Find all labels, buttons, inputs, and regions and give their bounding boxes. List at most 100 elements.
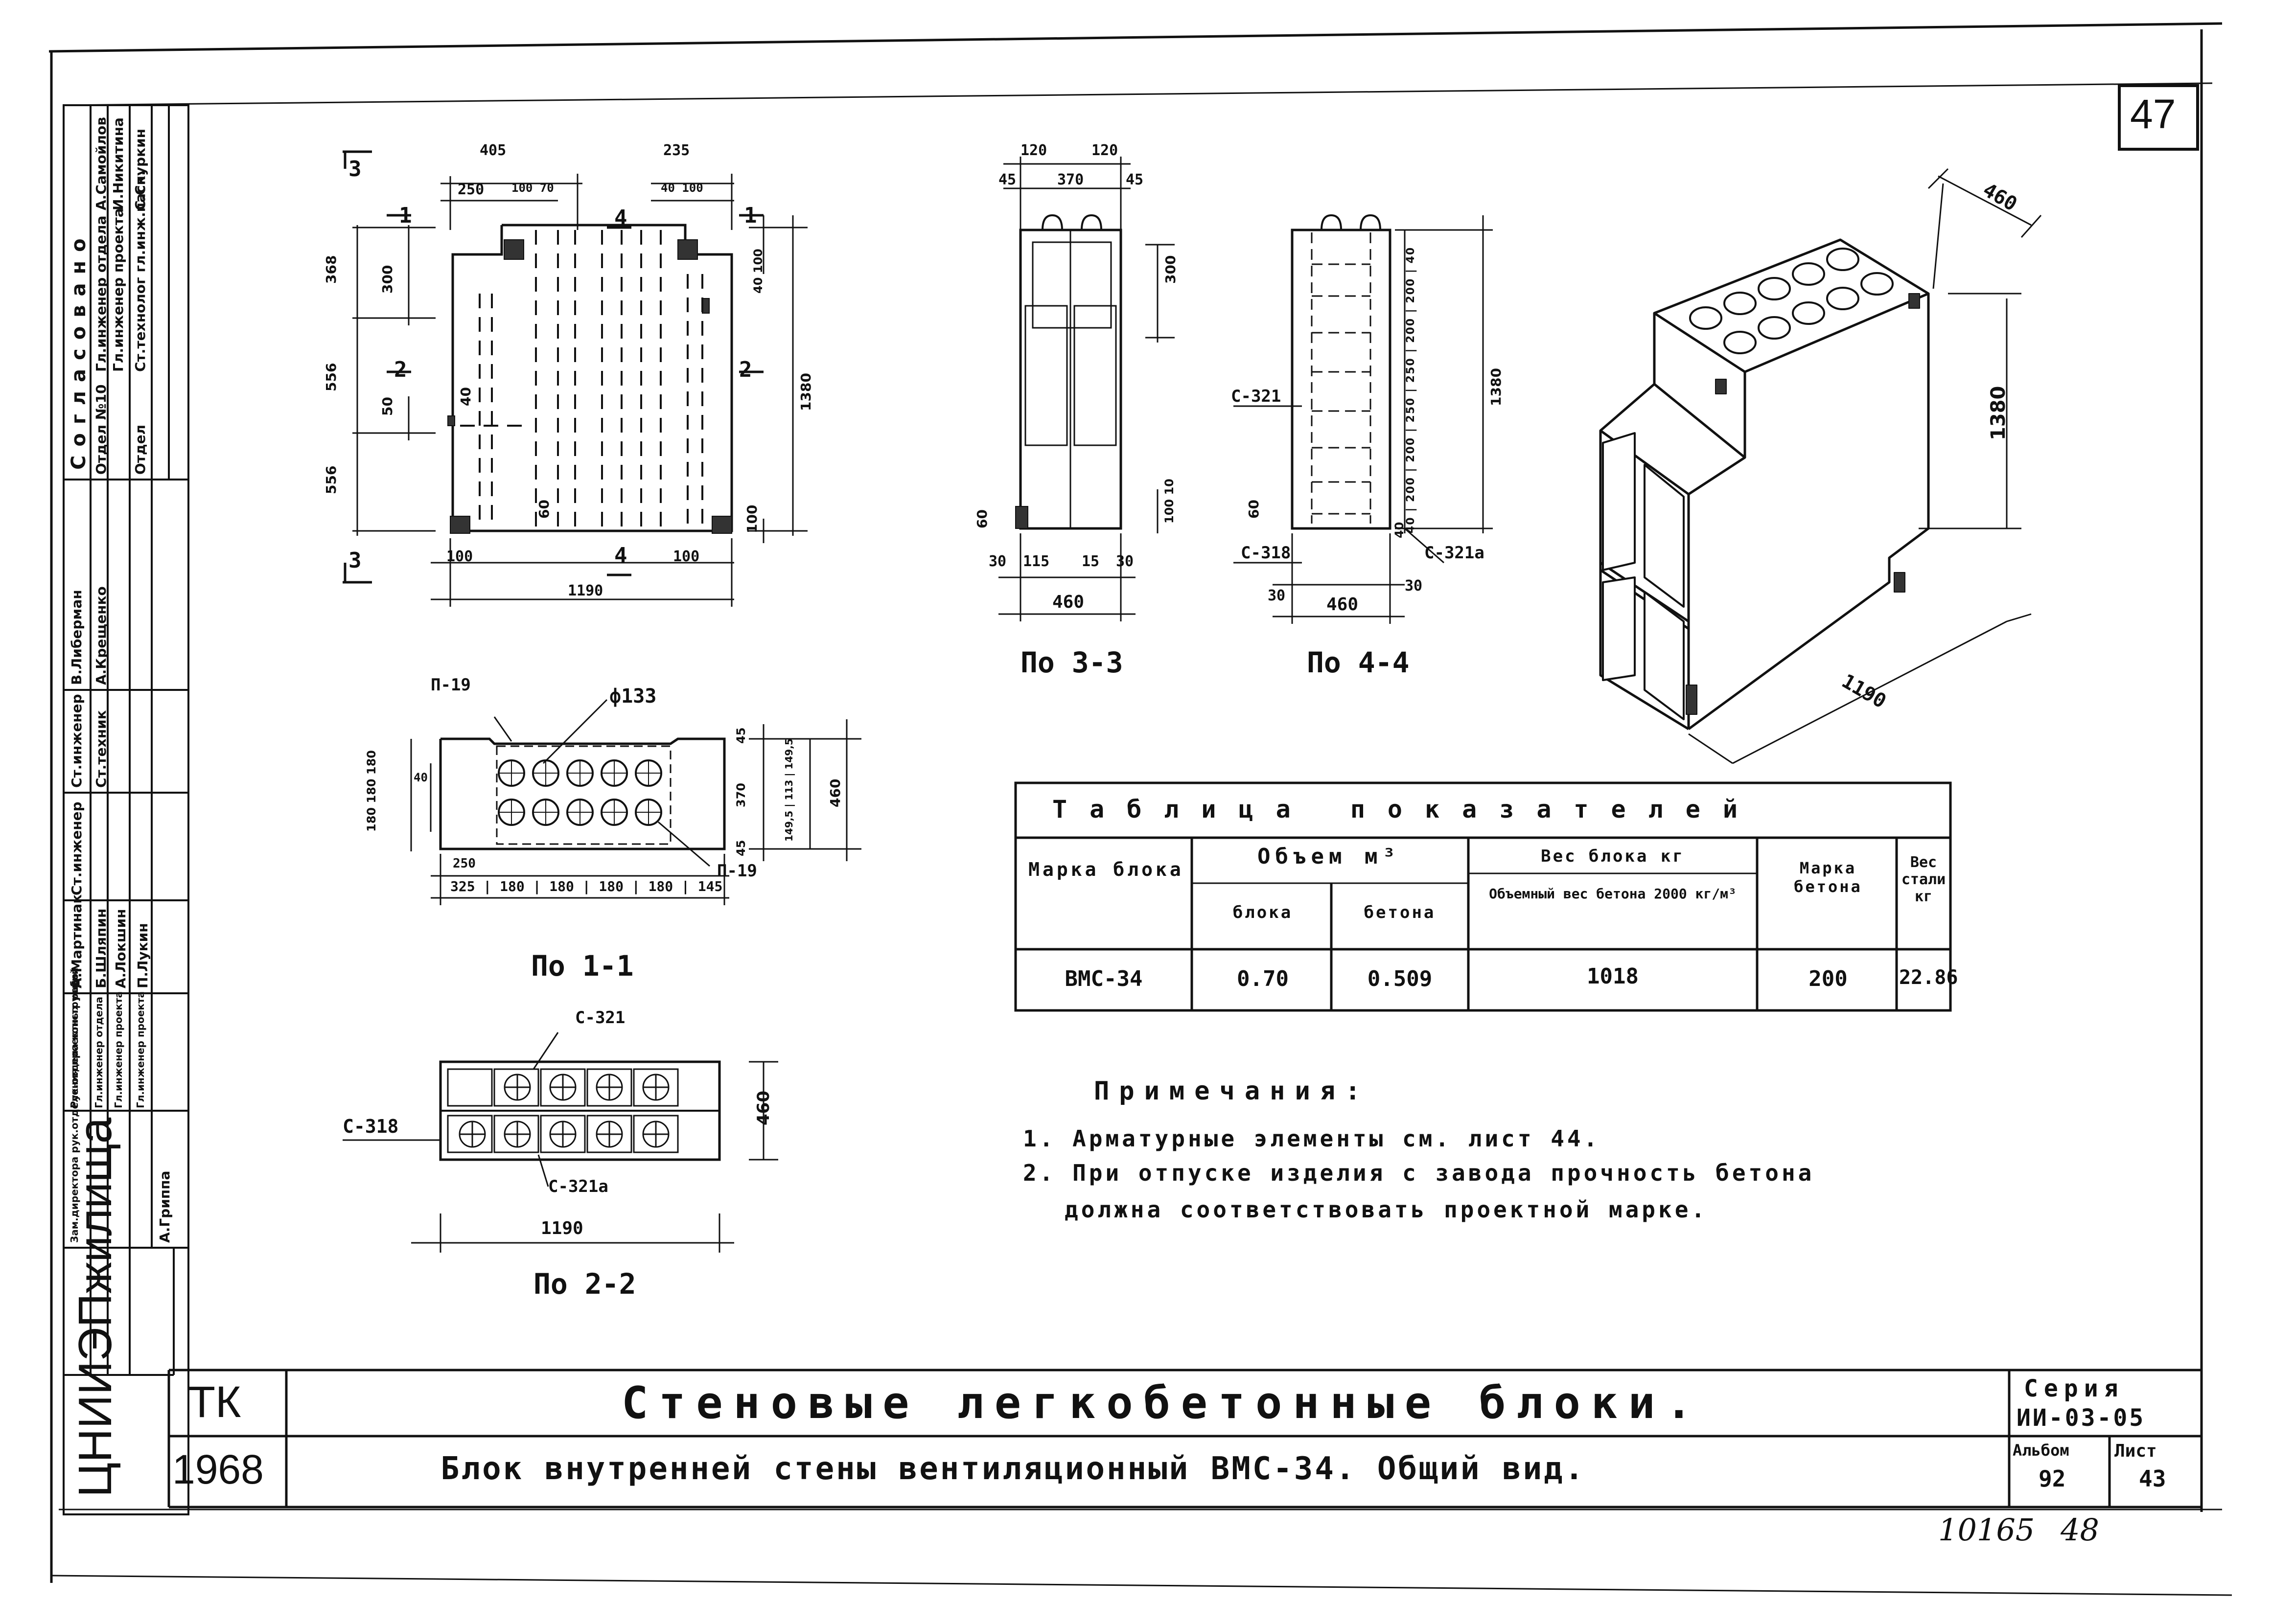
approval-row-3-a: Отдел [132, 424, 148, 475]
side-view-3-graphics [998, 157, 1175, 621]
dim-60-side4: 60 [1246, 500, 1262, 519]
approval-row-2-b: Гл.инженер проекта [110, 208, 126, 372]
album-label: Альбом [2013, 1441, 2069, 1460]
th-steel: Вес стали кг [1901, 854, 1946, 905]
mark-c321-plan2: С-321 [575, 1008, 626, 1028]
sign-name-liberman: В.Либерман [69, 590, 85, 685]
dim-40-100-top: 40 100 [661, 181, 703, 195]
sign-role-st1: Ст.инженер [69, 801, 85, 895]
td-steel: 22.86 [1899, 966, 1958, 989]
note-1: 1. Арматурные элементы см. лист 44. [1023, 1125, 1600, 1152]
side-view-4-graphics [1233, 214, 1493, 624]
dim-chain-plan1: 325 | 180 | 180 | 180 | 180 | 145 [450, 878, 723, 894]
dim-45b: 45 [1126, 171, 1144, 188]
approval-header: Согласовано [68, 229, 90, 470]
dim-368: 368 [323, 255, 339, 284]
dim-30b-side4: 30 [1405, 577, 1423, 595]
approval-row-3-c: С.Скуркин [132, 128, 148, 210]
sheet-value: 43 [2139, 1465, 2166, 1492]
cut-mark-2a: 2 [394, 357, 407, 382]
dim-60-inner: 60 [536, 500, 552, 519]
archive-sub: 48 [2061, 1512, 2099, 1548]
sign-role-st3: Ст.техник [93, 710, 109, 788]
dim-370-plan1: 370 [734, 782, 748, 807]
dim-100-10-side3: 100 10 [1162, 479, 1176, 524]
dim-370: 370 [1057, 171, 1084, 188]
note-2: 2. При отпуске изделия с завода прочност… [1023, 1160, 1815, 1186]
sign-role-4: Гл.инженер проекта [113, 991, 124, 1108]
dim-100-bot-a: 100 [446, 548, 473, 565]
dim-235: 235 [663, 142, 690, 159]
year: 1968 [172, 1446, 264, 1492]
dim-405: 405 [480, 142, 507, 159]
sign-name-martinak: А.Мартинак [69, 894, 85, 988]
th-concrete-mark: Марка бетона [1794, 859, 1862, 896]
isometric-view-graphics [1599, 168, 2042, 764]
dim-30a-side4: 30 [1268, 587, 1286, 604]
th-volume-concrete: бетона [1364, 903, 1436, 922]
td-weight: 1018 [1587, 964, 1639, 989]
dim-40-100-right: 40 100 [751, 249, 765, 294]
dim-115-side3: 115 [1023, 553, 1050, 570]
dim-180-plan1-left: 180 180 180 [365, 750, 378, 832]
sign-role-3: Гл.инженер отдела [93, 996, 105, 1108]
mark-c318-side4: С-318 [1241, 543, 1291, 563]
mark-c321a-side4: С-321а [1424, 543, 1484, 563]
tk-label: ТК [188, 1378, 241, 1427]
dim-250-plan1: 250 [453, 856, 476, 871]
dim-30b-side3: 30 [1116, 553, 1134, 570]
page-number: 47 [2130, 91, 2176, 137]
series-value: ИИ-03-05 [2017, 1404, 2146, 1432]
sign-name-lukin: П.Лукин [135, 923, 151, 988]
indicators-table-graphics [1014, 781, 1952, 1012]
title-main: Стеновые легкобетонные блоки. [622, 1377, 1703, 1429]
caption-view-1-1: По 1-1 [531, 949, 634, 983]
dim-45a: 45 [998, 171, 1017, 188]
mark-c321-side4: С-321 [1231, 387, 1281, 406]
td-mark: ВМС-34 [1065, 966, 1143, 991]
front-view-graphics [343, 150, 808, 607]
dim-40-plan1: 40 [414, 771, 428, 784]
sign-role-st2: Ст.инженер [69, 694, 85, 788]
dim-50: 50 [379, 397, 395, 416]
dim-100-bot-b: 100 [673, 548, 700, 565]
archive-number: 10165 [1938, 1512, 2035, 1548]
dim-100-70: 100 70 [511, 181, 554, 195]
caption-view-2-2: По 2-2 [533, 1267, 636, 1301]
approval-row-2-c: И.Никитина [110, 117, 126, 210]
cut-mark-3b: 3 [348, 548, 362, 573]
dim-1190-front: 1190 [568, 582, 603, 599]
caption-view-4-4: По 4-4 [1307, 646, 1410, 679]
th-weight: Вес блока кг [1541, 846, 1685, 866]
dim-460-side4: 460 [1326, 595, 1359, 615]
dim-100-right: 100 [744, 504, 760, 533]
dim-460-side3: 460 [1052, 592, 1085, 612]
sign-name-kreschenko: А.Крещенко [93, 586, 109, 685]
dim-300: 300 [379, 265, 395, 294]
cut-mark-1b: 1 [744, 203, 757, 228]
left-stamp [63, 104, 189, 1515]
dim-15-side3: 15 [1082, 553, 1100, 570]
dim-120a: 120 [1020, 142, 1047, 159]
note-3: должна соответствовать проектной марке. [1065, 1196, 1708, 1223]
mark-p19b: П-19 [717, 861, 757, 881]
dim-diam-133: ф133 [609, 685, 657, 708]
dim-120b: 120 [1091, 142, 1118, 159]
dim-chain-side4: 40 | 200 | 200 | 250 | 250 | 200 | 200 |… [1405, 246, 1417, 533]
dim-556a: 556 [323, 363, 339, 391]
mark-c318-plan2: С-318 [343, 1116, 399, 1137]
approval-row-1-b: Гл.инженер отдела [93, 215, 109, 372]
notes-title: Примечания: [1094, 1076, 1370, 1106]
dim-460-plan1: 460 [827, 778, 843, 807]
dim-149-plan1: 149,5 | 113 | 149,5 [783, 738, 795, 842]
caption-view-3-3: По 3-3 [1020, 646, 1123, 679]
cut-mark-3a: 3 [348, 157, 362, 182]
plan-1-graphics [410, 699, 861, 905]
td-volume-concrete: 0.509 [1367, 966, 1433, 991]
cut-mark-4b: 4 [614, 543, 627, 568]
dim-460-plan2: 460 [754, 1091, 773, 1125]
series-label: Серия [2024, 1375, 2124, 1402]
dim-556b: 556 [323, 465, 339, 494]
dim-30a-side3: 30 [989, 553, 1007, 570]
